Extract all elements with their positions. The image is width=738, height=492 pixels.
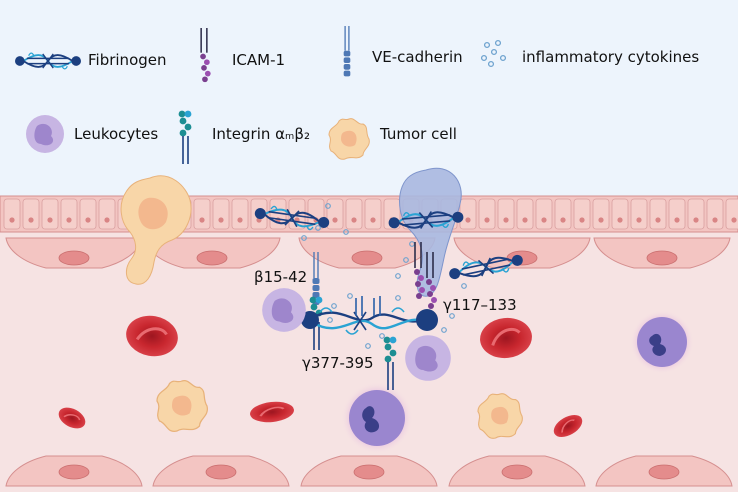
monolayer-nucleus [218, 217, 224, 223]
monolayer-cell [3, 198, 21, 230]
monolayer-nucleus [465, 217, 471, 223]
leukocyte-center [405, 335, 451, 381]
beta-binding-site-label: β15-42 [254, 268, 308, 286]
migrating-tumor-cell [120, 175, 192, 285]
monolayer-cell [79, 198, 97, 230]
monolayer-cell [516, 198, 534, 230]
monolayer-cell [706, 198, 724, 230]
monolayer-nucleus [712, 217, 718, 223]
monolayer-nucleus [617, 217, 623, 223]
monolayer-nucleus [522, 217, 528, 223]
leukocyte-left [262, 288, 306, 332]
endothelial-cell-row [5, 237, 731, 269]
monolayer-nucleus [503, 217, 509, 223]
monolayer-nucleus [104, 217, 110, 223]
transmigrating-leukocyte [399, 167, 462, 297]
monolayer-cell [231, 198, 249, 230]
monolayer-nucleus [332, 217, 338, 223]
monolayer-cell [60, 198, 78, 230]
monolayer-cell [193, 198, 211, 230]
monolayer-cell [459, 198, 477, 230]
monolayer-nucleus [9, 217, 15, 223]
monolayer-nucleus [579, 217, 585, 223]
monolayer-nucleus [598, 217, 604, 223]
monolayer-cell [497, 198, 515, 230]
monolayer-nucleus [693, 217, 699, 223]
integrin-legend-label: Integrin αₘβ₂ [212, 125, 310, 143]
neutrophil-bottom [341, 382, 413, 454]
leukocytes-legend-label: Leukocytes [74, 125, 159, 143]
monolayer-cell [326, 198, 344, 230]
monolayer-cell [592, 198, 610, 230]
monolayer-nucleus [66, 217, 72, 223]
monolayer-cell [478, 198, 496, 230]
monolayer-cell [554, 198, 572, 230]
monolayer-nucleus [199, 217, 205, 223]
leukocyte-legend-icon [26, 115, 64, 153]
monolayer-cell [725, 198, 738, 230]
monolayer-cell [649, 198, 667, 230]
monolayer-cell [668, 198, 686, 230]
cytokines-legend-icon [480, 39, 507, 68]
monolayer-cell [212, 198, 230, 230]
monolayer-cell [364, 198, 382, 230]
legend-panel [0, 0, 738, 196]
gamma-binding-site-label-1: γ117–133 [443, 296, 517, 314]
monolayer-cell [345, 198, 363, 230]
monolayer-cell [535, 198, 553, 230]
monolayer-nucleus [237, 217, 243, 223]
monolayer-nucleus [28, 217, 34, 223]
ve-cadherin-legend-label: VE-cadherin [372, 48, 463, 66]
monolayer-cell [41, 198, 59, 230]
cytokines-legend-label: inflammatory cytokines [522, 48, 700, 66]
monolayer-nucleus [47, 217, 53, 223]
tumor-cell-legend-label: Tumor cell [380, 125, 457, 143]
monolayer-nucleus [370, 217, 376, 223]
monolayer-nucleus [351, 217, 357, 223]
monolayer-nucleus [560, 217, 566, 223]
cytokine-particles [301, 203, 467, 349]
gamma-binding-site-label-2: γ377-395 [302, 354, 374, 372]
neutrophil-right [630, 310, 694, 374]
monolayer-nucleus [85, 217, 91, 223]
central-fibrinogen-complex [301, 296, 438, 335]
icam1-legend-label: ICAM-1 [232, 51, 286, 69]
monolayer-nucleus [731, 217, 737, 223]
monolayer-nucleus [655, 217, 661, 223]
monolayer-cells [3, 198, 738, 230]
monolayer-cell [573, 198, 591, 230]
monolayer-cell [22, 198, 40, 230]
monolayer-nucleus [484, 217, 490, 223]
monolayer-nucleus [674, 217, 680, 223]
monolayer-cell [611, 198, 629, 230]
monolayer-cell [630, 198, 648, 230]
monolayer-nucleus [541, 217, 547, 223]
monolayer-cell [687, 198, 705, 230]
monolayer-cell [98, 198, 116, 230]
fibrinogen-legend-label: Fibrinogen [88, 51, 167, 69]
monolayer-nucleus [636, 217, 642, 223]
bottom-endothelial-row [5, 455, 733, 487]
